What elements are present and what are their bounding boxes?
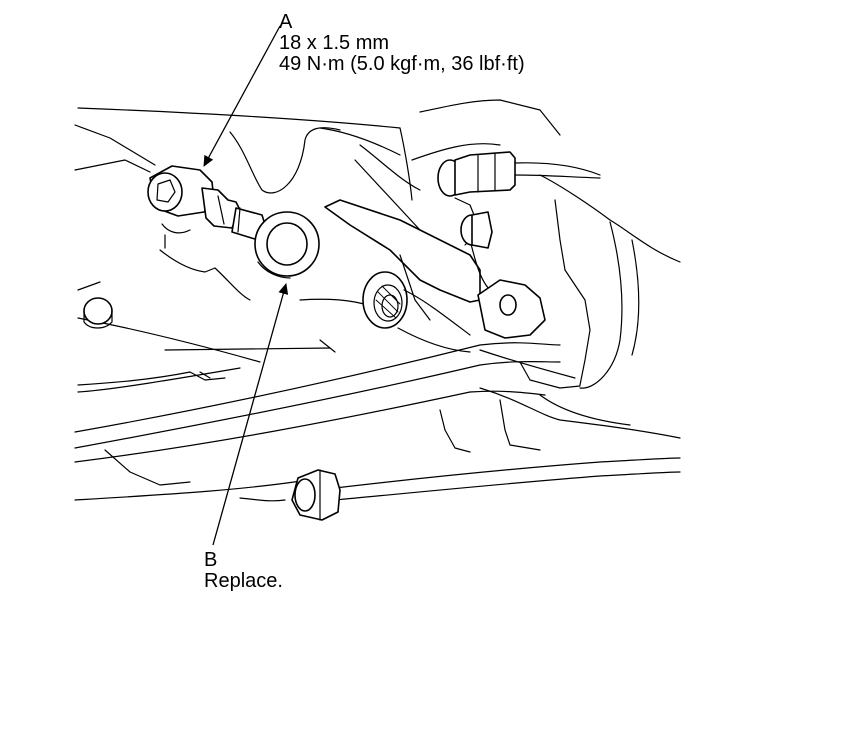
callout-b: B Replace. xyxy=(204,550,283,592)
callout-b-letter: B xyxy=(204,549,218,571)
sensor-connector xyxy=(437,151,601,249)
leader-arrow-a xyxy=(203,25,281,167)
side-knob xyxy=(83,297,113,329)
callout-a-letter: A xyxy=(279,11,293,33)
callout-a: A 18 x 1.5 mm 49 N·m (5.0 kgf·m, 36 lbf·… xyxy=(279,12,525,75)
fluid-line xyxy=(239,457,681,521)
callout-a-torque: 49 N·m (5.0 kgf·m, 36 lbf·ft) xyxy=(279,53,525,75)
lower-housing xyxy=(439,349,681,453)
callout-b-note: Replace. xyxy=(204,570,283,592)
callout-a-size: 18 x 1.5 mm xyxy=(279,32,390,54)
sealing-washer-b xyxy=(254,211,320,279)
frame-rails xyxy=(74,339,561,501)
bracket xyxy=(324,144,546,339)
housing-outline xyxy=(74,99,681,389)
banjo-bolt-a xyxy=(147,165,267,241)
atf-port xyxy=(362,271,471,353)
leader-arrow-b xyxy=(212,283,289,546)
